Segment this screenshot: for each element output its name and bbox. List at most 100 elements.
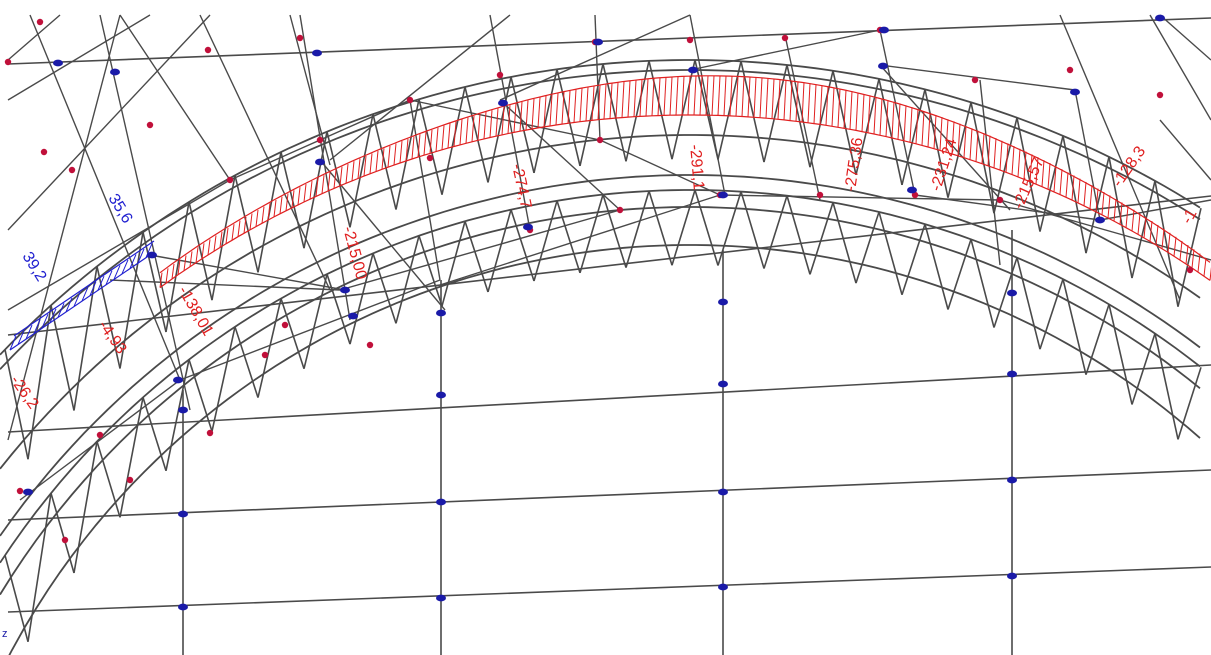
force-hatch xyxy=(513,103,517,133)
force-hatch xyxy=(1155,224,1159,246)
force-hatch xyxy=(675,76,679,116)
force-hatch xyxy=(237,220,241,237)
bracing-diagonal xyxy=(879,64,1076,91)
force-hatch xyxy=(465,117,469,144)
support-node xyxy=(178,510,188,518)
web-diagonal xyxy=(280,298,305,369)
truss-node xyxy=(40,148,48,156)
axial-force-diagram xyxy=(9,75,1211,351)
bracing-diagonal xyxy=(109,279,341,291)
force-hatch xyxy=(1113,198,1117,222)
truss-nodes xyxy=(4,14,1194,611)
force-hatch xyxy=(159,272,163,288)
force-hatch-tension xyxy=(129,254,137,269)
force-hatch xyxy=(471,115,475,142)
force-hatch-tension xyxy=(41,314,49,329)
web-diagonal xyxy=(924,223,949,310)
force-hatch xyxy=(1185,245,1189,265)
force-hatch xyxy=(1119,202,1123,225)
force-hatch xyxy=(429,129,433,154)
force-hatch xyxy=(975,130,979,162)
web-diagonal xyxy=(464,221,489,293)
force-hatch xyxy=(1191,249,1195,269)
web-diagonal xyxy=(1131,333,1156,405)
force-hatch xyxy=(1065,172,1069,198)
web-diagonal xyxy=(763,64,788,163)
tension-force-label: 39,2 xyxy=(19,249,50,285)
force-hatch xyxy=(903,105,907,141)
support-node xyxy=(315,158,325,166)
force-hatch xyxy=(1179,240,1183,261)
force-hatch xyxy=(567,90,571,124)
force-hatch xyxy=(807,83,811,123)
web-diagonal xyxy=(372,253,397,324)
bracing-diagonal xyxy=(1074,89,1101,221)
force-hatch xyxy=(753,77,757,118)
web-diagonal xyxy=(671,189,696,266)
force-hatch xyxy=(651,78,655,116)
web-diagonal xyxy=(740,191,765,269)
truss-node xyxy=(686,36,694,44)
force-hatch xyxy=(453,121,457,147)
arch-chord-7 xyxy=(8,244,1201,655)
web-diagonal xyxy=(372,113,397,210)
force-hatch xyxy=(1089,185,1093,209)
support-node xyxy=(436,309,446,317)
force-hatch xyxy=(837,88,841,128)
web-diagonal xyxy=(142,397,167,472)
force-hatch xyxy=(573,89,577,123)
support-node xyxy=(718,488,728,496)
support-node xyxy=(1070,88,1080,96)
force-hatch-tension xyxy=(97,275,105,291)
truss-node xyxy=(16,487,24,495)
web-diagonal xyxy=(349,113,374,228)
force-hatch xyxy=(447,123,451,149)
web-diagonal xyxy=(533,200,558,282)
web-diagonal xyxy=(1039,135,1064,232)
force-hatch xyxy=(1107,195,1111,219)
support-node xyxy=(878,62,888,70)
web-diagonal xyxy=(625,190,650,268)
web-diagonal xyxy=(1016,117,1041,232)
force-hatch xyxy=(525,100,529,131)
force-hatch xyxy=(213,235,217,252)
force-hatch xyxy=(1101,191,1105,215)
force-hatch xyxy=(315,178,319,197)
force-hatch xyxy=(1209,266,1211,281)
force-hatch xyxy=(1071,175,1075,201)
truss-node xyxy=(781,34,789,42)
web-diagonal xyxy=(4,349,29,460)
force-hatch xyxy=(813,84,817,124)
force-hatch xyxy=(537,97,541,128)
support-node xyxy=(718,298,728,306)
bracing-diagonal xyxy=(1159,14,1211,61)
web-diagonal xyxy=(1039,278,1064,350)
force-hatch xyxy=(885,100,889,137)
force-hatch xyxy=(231,224,235,241)
force-hatch xyxy=(255,209,259,227)
bracing-diagonal xyxy=(914,194,1101,221)
support-node xyxy=(1155,14,1165,22)
web-diagonal xyxy=(188,359,213,432)
force-hatch xyxy=(309,181,313,200)
bracing-diagonal xyxy=(329,14,511,161)
arch-chord-4 xyxy=(0,174,1201,537)
web-diagonal xyxy=(1108,304,1133,405)
web-diagonal xyxy=(625,60,650,162)
web-diagonal xyxy=(395,235,420,324)
force-hatch xyxy=(681,76,685,116)
bracing-diagonal xyxy=(199,14,331,291)
force-hatch-tension xyxy=(17,330,25,345)
bracing-diagonal xyxy=(409,99,441,281)
support-node xyxy=(147,251,157,259)
support-node xyxy=(593,38,603,46)
bracing-diagonal xyxy=(339,209,621,291)
bracing-diagonal xyxy=(149,254,346,291)
truss-node xyxy=(971,76,979,84)
web-diagonal xyxy=(602,63,627,162)
support-node xyxy=(1007,370,1017,378)
support-node xyxy=(718,191,728,199)
force-hatch xyxy=(1149,220,1153,242)
